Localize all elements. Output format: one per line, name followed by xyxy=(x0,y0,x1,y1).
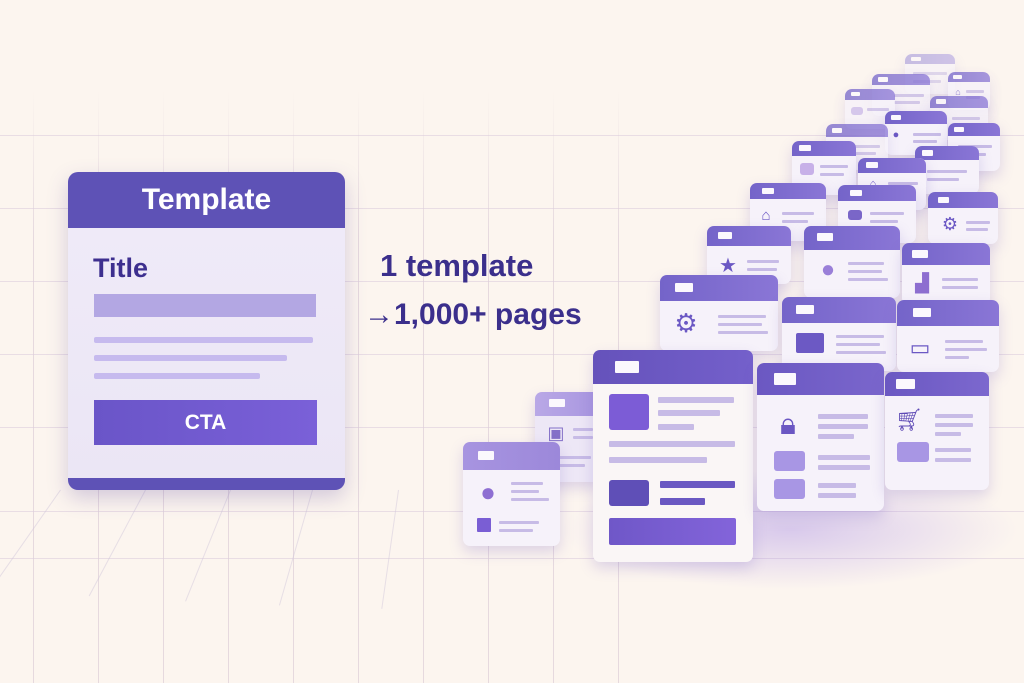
suitcase-icon: ▭ xyxy=(909,335,931,360)
caption-line-1: 1 template xyxy=(380,248,534,283)
grid-line xyxy=(381,489,399,609)
location-pin-icon: ● xyxy=(480,476,496,507)
page-card: ● xyxy=(804,226,900,298)
grid-line xyxy=(553,90,554,683)
grid-line xyxy=(33,90,34,683)
grid-line xyxy=(0,135,1024,136)
shopping-cart-icon: 🛒︎ xyxy=(895,407,923,432)
lock-briefcase-icon: 🔒︎ xyxy=(780,408,796,441)
home-icon: ⌂ xyxy=(869,178,877,190)
grid-line xyxy=(0,354,1024,355)
cta-button[interactable]: CTA xyxy=(94,400,317,445)
monitor-network-icon: ▣ xyxy=(547,422,565,443)
gear-icon: ⚙ xyxy=(941,213,959,234)
template-card-body: Title CTA xyxy=(68,228,345,478)
template-card-header: Template xyxy=(141,183,272,216)
page-card: 🛒︎ xyxy=(885,372,989,490)
caption-pages: 1,000+ pages xyxy=(394,298,582,331)
grid-line xyxy=(358,90,359,683)
text-placeholder-line xyxy=(94,373,260,379)
text-placeholder-line xyxy=(94,355,287,361)
page-card: ⚙ xyxy=(928,192,998,244)
template-title: Title xyxy=(93,253,149,283)
grid-line xyxy=(423,90,424,683)
main-page-card xyxy=(593,350,753,562)
grid-line xyxy=(488,90,489,683)
grid-line xyxy=(185,489,231,602)
page-card: ★ xyxy=(707,226,791,284)
page-card: ▟ xyxy=(902,243,990,305)
page-card xyxy=(782,297,896,371)
grid-line xyxy=(0,489,61,589)
grid-line xyxy=(0,558,1024,559)
grid-line xyxy=(0,281,1024,282)
shopping-bag-icon: ▟ xyxy=(915,272,929,293)
main-card-cta-placeholder xyxy=(609,518,736,545)
caption-line-2: →1,000+ pages xyxy=(364,298,582,332)
text-placeholder-line xyxy=(94,337,313,343)
star-icon: ★ xyxy=(719,254,737,277)
grid-line xyxy=(0,208,1024,209)
page-card: ⚙ xyxy=(660,275,778,351)
grid-line xyxy=(0,427,1024,428)
page-card: ▭ xyxy=(897,300,999,372)
home-icon: ⌂ xyxy=(955,87,961,97)
location-pin-icon: ● xyxy=(892,129,900,141)
template-card: Template Title CTA xyxy=(68,172,345,490)
page-card: ● xyxy=(463,442,560,546)
page-card: ▣ xyxy=(535,392,601,482)
card-icon xyxy=(796,333,824,353)
page-card: 🔒︎ xyxy=(757,363,884,511)
home-icon: ⌂ xyxy=(761,206,771,224)
title-placeholder xyxy=(94,294,316,317)
arrow-right-icon: → xyxy=(364,298,394,331)
gear-icon: ⚙ xyxy=(674,307,698,338)
grid-line xyxy=(278,489,313,606)
location-pin-icon: ● xyxy=(820,256,836,283)
